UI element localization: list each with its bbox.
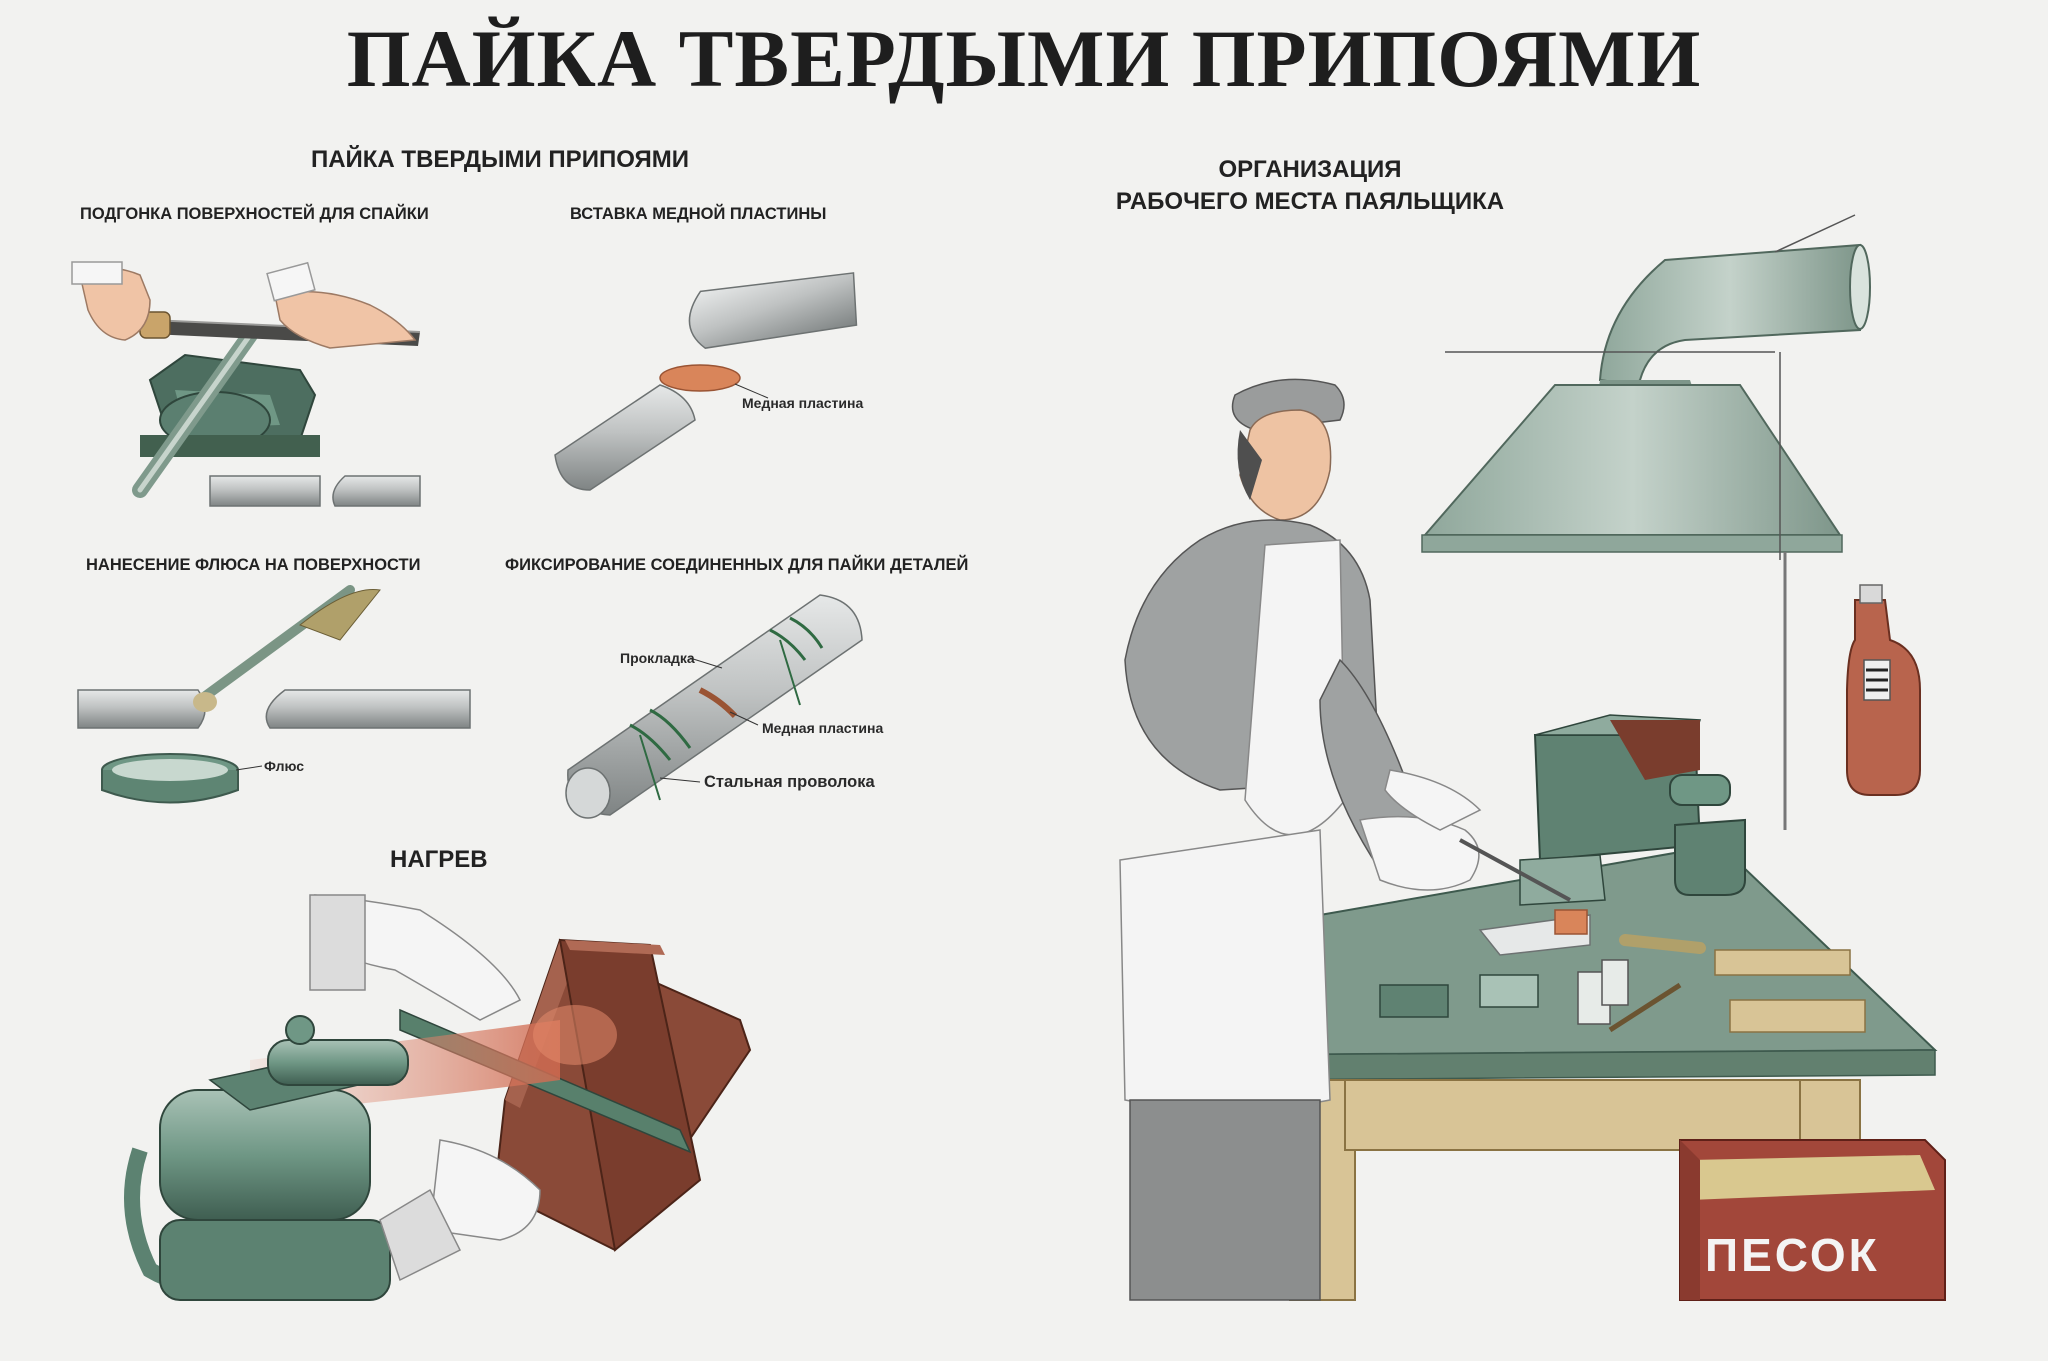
callout-copper-plate: Медная пластина <box>742 395 864 411</box>
callout-gasket: Прокладка <box>620 650 695 666</box>
callout-flux: Флюс <box>264 758 305 774</box>
right-heading-line2: РАБОЧЕГО МЕСТА ПАЯЛЬЩИКА <box>1115 188 1505 215</box>
flux-illustration <box>77 585 471 804</box>
step-fixing-label: ФИКСИРОВАНИЕ СОЕДИНЕННЫХ ДЛЯ ПАЙКИ ДЕТАЛ… <box>505 556 969 574</box>
step-fitting-label: ПОДГОНКА ПОВЕРХНОСТЕЙ ДЛЯ СПАЙКИ <box>80 205 429 223</box>
right-heading-line1: ОРГАНИЗАЦИЯ <box>1218 156 1402 183</box>
left-section-heading: ПАЙКА ТВЕРДЫМИ ПРИПОЯМИ <box>310 146 690 173</box>
fitting-illustration <box>71 261 421 507</box>
heating-illustration <box>124 894 752 1301</box>
callout-copper-plate-2: Медная пластина <box>762 720 884 736</box>
sand-box-label: ПЕСОК <box>1705 1229 1880 1281</box>
step-insert-label: ВСТАВКА МЕДНОЙ ПЛАСТИНЫ <box>570 205 827 223</box>
step-heating-label: НАГРЕВ <box>390 846 488 873</box>
poster-title: ПАЙКА ТВЕРДЫМИ ПРИПОЯМИ <box>346 13 1702 104</box>
callout-steel-wire: Стальная проволока <box>704 773 875 791</box>
workplace-illustration <box>1119 214 1946 1301</box>
step-flux-label: НАНЕСЕНИЕ ФЛЮСА НА ПОВЕРХНОСТИ <box>86 556 421 574</box>
fixing-illustration <box>565 594 863 819</box>
insert-illustration <box>554 272 858 491</box>
